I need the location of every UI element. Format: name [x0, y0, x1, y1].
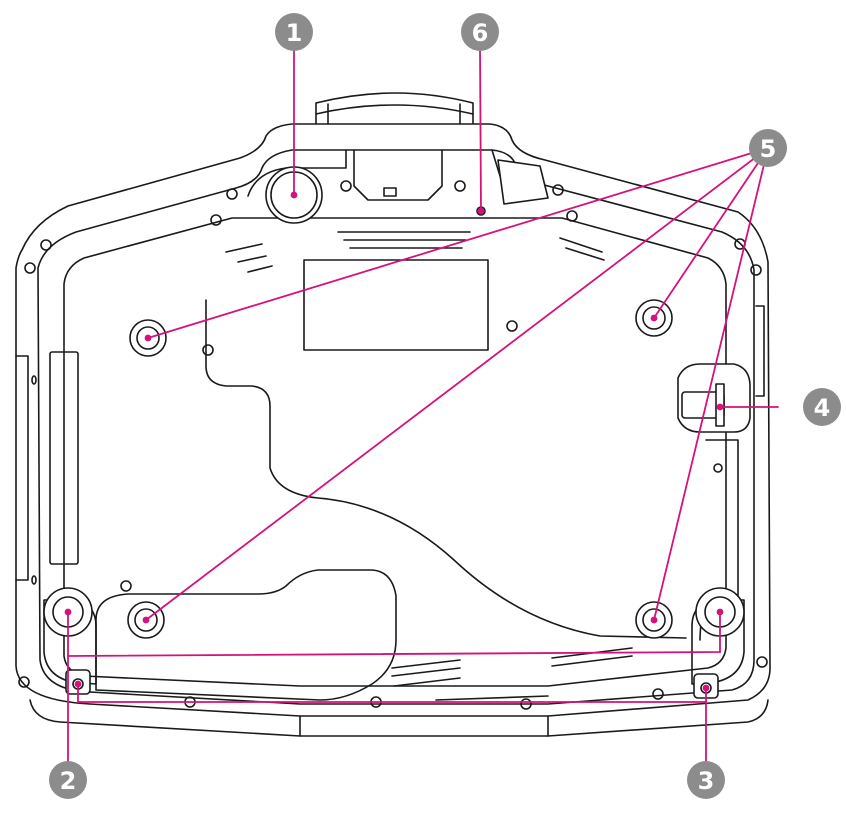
bottom-cover-contour — [205, 299, 687, 639]
callout-5: 5 — [749, 129, 787, 167]
leader-lines — [67, 47, 779, 763]
callout-6-label: 6 — [472, 19, 489, 47]
callout-4-label: 4 — [814, 394, 831, 422]
left-side-vent — [49, 351, 79, 565]
vent-ribs-top-left — [225, 243, 273, 273]
housing-bottom-skirt — [29, 699, 769, 737]
lamp-cover — [95, 569, 397, 701]
callout-3-label: 3 — [698, 767, 715, 795]
projector-housing — [15, 123, 771, 717]
callout-2: 2 — [49, 761, 87, 799]
callout-1: 1 — [275, 13, 313, 51]
callout-3: 3 — [687, 761, 725, 799]
front-foot-housing — [247, 149, 549, 205]
callout-6: 6 — [461, 13, 499, 51]
callout-1-label: 1 — [286, 19, 303, 47]
vent-ribs-top-right — [559, 237, 605, 261]
label-plate — [303, 259, 489, 351]
callout-5-label: 5 — [760, 135, 777, 163]
callout-4: 4 — [803, 388, 841, 426]
security-slot — [677, 363, 751, 433]
callout-2-label: 2 — [60, 767, 77, 795]
leader-end-dots — [64, 191, 724, 692]
